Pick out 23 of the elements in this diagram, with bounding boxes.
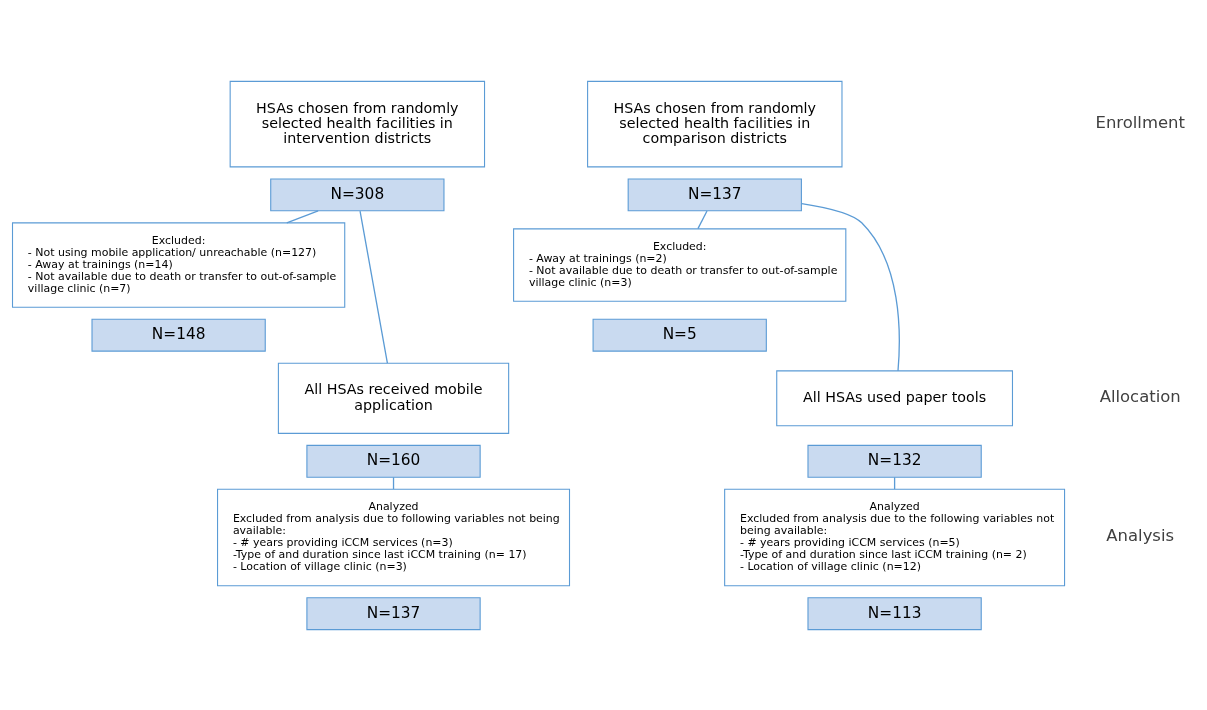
connector bbox=[801, 202, 900, 371]
node-box: Analyzed Excluded from analysis due to following variables not being available: - # years providing iCCM services (n=3) -Type of and duration since last iCCM training (n= 17) - Location of village clinic (n=3) bbox=[217, 488, 571, 586]
node-box: N=113 bbox=[807, 596, 982, 630]
connector bbox=[697, 209, 708, 229]
node-box: Excluded: - Away at trainings (n=2) - Not available due to death or transfer to out-of-sample village clinic (n=3) bbox=[513, 227, 847, 302]
label: Analysis bbox=[1106, 525, 1175, 545]
node-box: Analyzed Excluded from analysis due to the following variables not being available: - # years providing iCCM services (n=5) -Type of and duration since last iCCM training (n= 2) - Location of village clinic (n=12) bbox=[724, 488, 1066, 586]
node-box: Excluded: - Not using mobile application/ unreachable (n=127) - Away at trainings (n=14) - Not available due to death or transfer to out-of-sample village clinic (n=7) bbox=[11, 221, 346, 308]
node-box: N=160 bbox=[306, 444, 481, 478]
node-box: HSAs chosen from randomly selected health facilities in intervention districts bbox=[229, 80, 486, 167]
node-box: N=308 bbox=[270, 177, 445, 211]
node-box: N=137 bbox=[627, 177, 802, 211]
node-box: All HSAs used paper tools bbox=[776, 369, 1014, 426]
node-box: All HSAs received mobile application bbox=[277, 362, 510, 434]
node-box: N=132 bbox=[807, 444, 982, 478]
connector bbox=[286, 209, 319, 223]
node-box: N=148 bbox=[91, 318, 266, 352]
node-box: N=5 bbox=[592, 318, 767, 352]
node-box: HSAs chosen from randomly selected health facilities in comparison districts bbox=[587, 80, 843, 167]
node-box: N=137 bbox=[306, 596, 481, 630]
label: Allocation bbox=[1099, 386, 1181, 406]
connector bbox=[359, 209, 389, 364]
label: Enrollment bbox=[1095, 112, 1185, 132]
